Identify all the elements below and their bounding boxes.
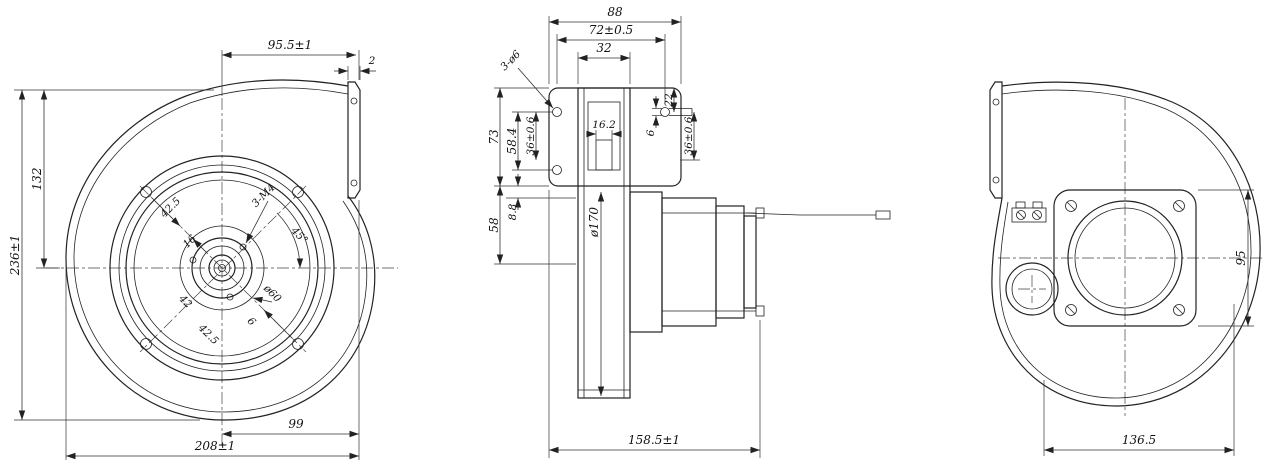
side-outlet-duct xyxy=(577,87,631,399)
front-mounting-holes xyxy=(140,186,304,350)
dim-side-inner-width: 16.2 xyxy=(592,119,616,131)
rear-view: 95 136.5 xyxy=(989,81,1264,456)
flange-hole xyxy=(552,107,562,117)
flange-hole xyxy=(552,165,562,175)
dim-rear-overall-depth: 136.5 xyxy=(1122,433,1156,447)
side-motor xyxy=(629,191,891,333)
corner-screw xyxy=(1065,200,1077,212)
dim-front-diag-42: 42 xyxy=(176,292,195,311)
dim-front-diag-upper: 42.5 xyxy=(157,195,183,221)
dim-side-hole-offset-left: 36±0.6 xyxy=(525,116,537,155)
dim-front-shaft: 6 xyxy=(245,315,258,328)
corner-screw xyxy=(1173,200,1185,212)
rear-dimensions: 95 136.5 xyxy=(1043,189,1254,456)
front-scroll-housing xyxy=(65,79,376,421)
through-bolt-head xyxy=(755,305,765,317)
rear-discharge-plate xyxy=(989,81,1003,199)
dim-side-flange-height: 73 xyxy=(487,129,501,145)
rear-motor-plate xyxy=(1053,189,1197,327)
dim-front-overall-height: 236±1 xyxy=(8,235,22,277)
dim-front-center-height: 132 xyxy=(30,168,44,191)
dim-side-flange-width: 88 xyxy=(607,5,623,19)
dim-side-pin-height: 22 xyxy=(663,93,675,108)
dim-side-overall-depth: 158.5±1 xyxy=(628,433,680,447)
motor-stator xyxy=(661,197,717,327)
corner-screw xyxy=(1173,304,1185,316)
front-discharge-plate xyxy=(347,81,361,199)
front-view: 95.5±1 2 132 236±1 99 208±1 xyxy=(8,38,398,460)
side-dimensions: 88 72±0.5 32 3-ø6 73 58.4 36±0.6 xyxy=(487,5,761,458)
motor-housing xyxy=(715,205,745,319)
plate-hole xyxy=(992,98,1000,106)
dim-rear-plate-height: 95 xyxy=(1234,250,1248,265)
motor-end-circle-inner xyxy=(1074,207,1176,309)
dim-front-overall-width: 208±1 xyxy=(194,439,236,453)
front-flange-rings xyxy=(109,155,335,381)
motor-end-circle xyxy=(1067,200,1183,316)
rear-terminal-block xyxy=(1011,201,1047,223)
front-centerlines xyxy=(46,98,398,446)
dim-front-hub-diameter: ø60 xyxy=(260,282,283,305)
dim-side-center-drop: 58 xyxy=(487,217,501,233)
side-view: 88 72±0.5 32 3-ø6 73 58.4 36±0.6 xyxy=(487,5,891,458)
front-dimensions: 95.5±1 2 132 236±1 99 208±1 xyxy=(8,38,376,460)
dim-front-outlet-offset: 99 xyxy=(288,417,304,431)
front-hub-circles xyxy=(179,225,265,311)
dim-side-hole-offset-right: 36±0.6 xyxy=(683,116,695,155)
dim-front-top-width: 95.5±1 xyxy=(268,38,312,52)
dim-side-edge-gap: 8.8 xyxy=(507,203,519,220)
lead-wire xyxy=(745,210,891,220)
motor-endbell xyxy=(743,215,757,309)
dim-side-pin-dia: 6 xyxy=(645,129,657,136)
corner-screw xyxy=(1065,304,1077,316)
dim-side-impeller-dia: ø170 xyxy=(587,207,601,238)
rear-centerlines xyxy=(998,98,1264,416)
dim-side-hole-spacing-v: 58.4 xyxy=(505,128,519,155)
plate-hole xyxy=(992,176,1000,184)
dim-side-outlet-width: 32 xyxy=(596,41,611,55)
plate-hole xyxy=(350,97,358,105)
front-m4-holes xyxy=(189,243,247,301)
flange-hole xyxy=(660,107,670,117)
dim-front-plate-thickness: 2 xyxy=(368,55,376,67)
dim-front-diag-lower: 42.5 xyxy=(195,321,221,347)
plate-hole xyxy=(350,179,358,187)
dim-side-hole-spacing-h: 72±0.5 xyxy=(589,23,633,37)
through-bolt-head xyxy=(755,207,765,219)
rear-scroll-housing xyxy=(991,81,1261,407)
motor-bracket xyxy=(629,191,663,333)
rear-inlet-ring xyxy=(1005,262,1059,316)
